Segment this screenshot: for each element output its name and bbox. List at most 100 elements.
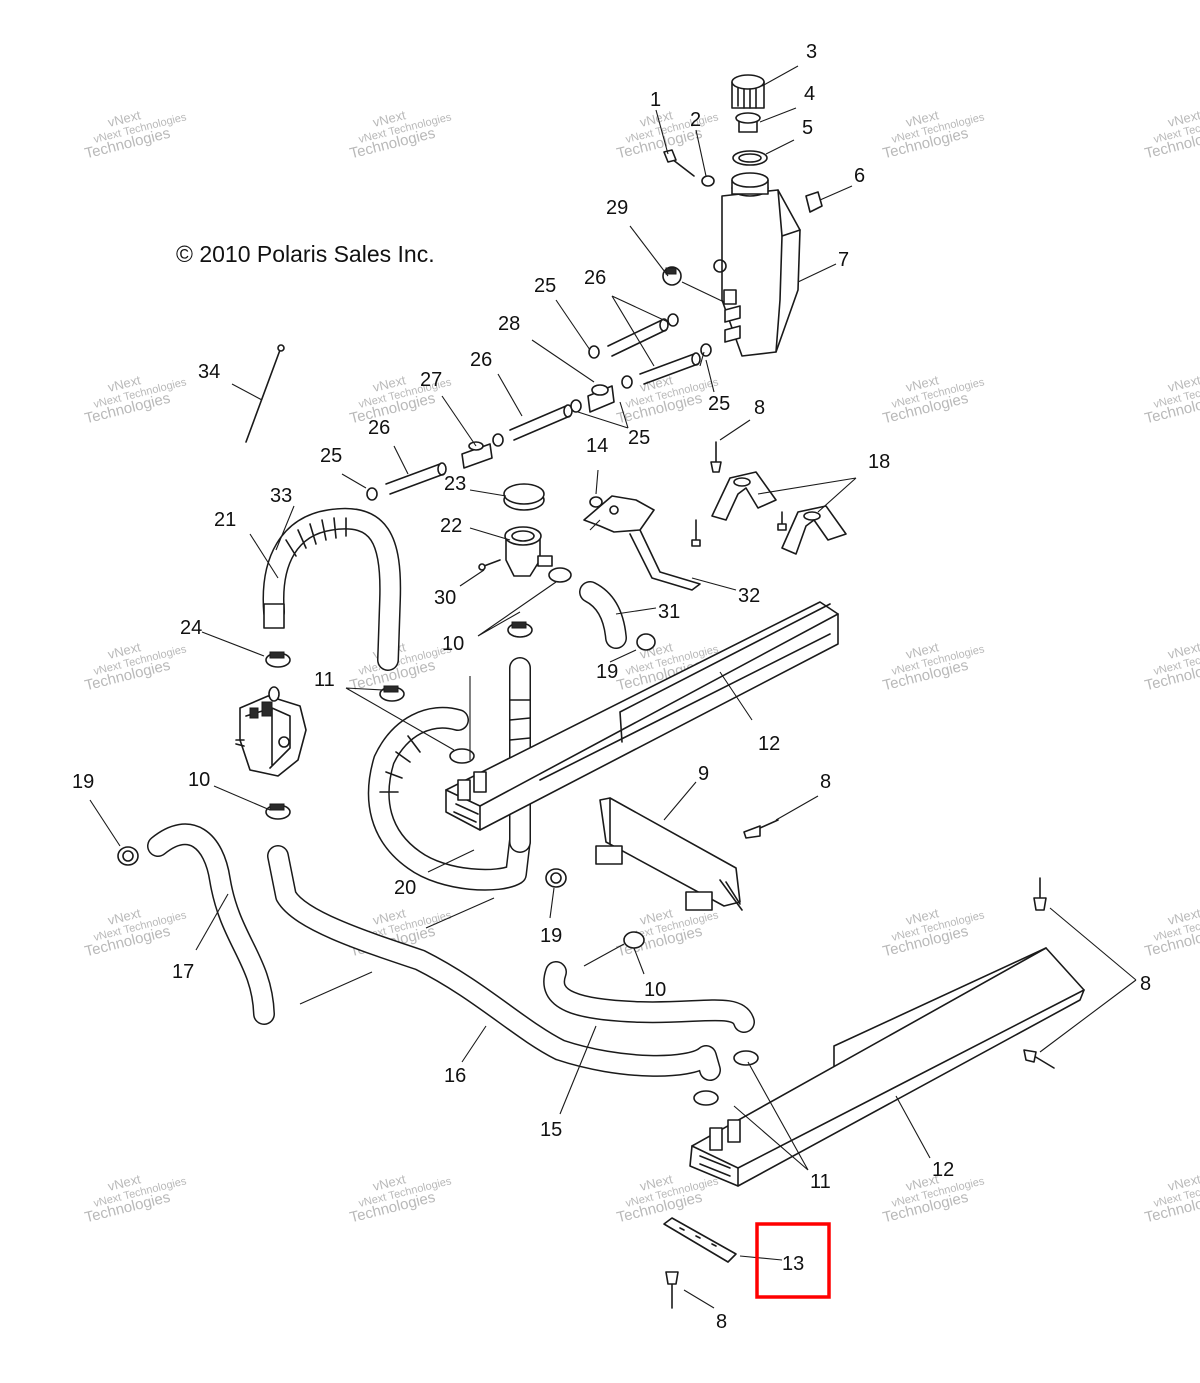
fastener-8-right-bottom (1023, 1049, 1055, 1069)
callout-16: 16 (444, 1065, 466, 1087)
copyright-notice: © 2010 Polaris Sales Inc. (176, 241, 435, 267)
mounting-bracket-b (781, 505, 847, 555)
callout-15: 15 (540, 1119, 562, 1141)
callout-10-upper: 10 (442, 633, 464, 655)
callout-8-bottom: 8 (716, 1311, 727, 1333)
watermark: vNext vNext Technologies Technologies (881, 905, 986, 960)
hose-clamp-10-pump (265, 803, 291, 820)
watermark: vNext vNext Technologies Technologies (1143, 639, 1200, 694)
callout-26-top: 26 (584, 267, 606, 289)
fastener-8-shroud (743, 819, 779, 839)
fastener-8-bottom (665, 1271, 679, 1309)
water-pump (235, 686, 307, 777)
callout-25-right: 25 (708, 393, 730, 415)
filler-bracket (583, 495, 701, 591)
bracket-bolt-32 (691, 519, 701, 547)
watermark: vNext vNext Technologies Technologies (348, 107, 453, 162)
reservoir-bolt (663, 149, 695, 177)
callout-14: 14 (586, 435, 608, 457)
hose-clamp-10-upper (507, 621, 533, 638)
part-13-highlight-box (755, 1222, 831, 1299)
hose-clamp-29 (662, 266, 682, 286)
watermark: vNext vNext Technologies Technologies (881, 639, 986, 694)
callout-3: 3 (806, 41, 817, 63)
coolant-hose-15 (543, 961, 755, 1033)
callout-25-mid: 25 (628, 427, 650, 449)
callout-labels: 1 2 3 4 5 6 7 8 8 8 8 9 10 10 10 11 11 1… (72, 41, 1151, 1333)
callout-31: 31 (658, 601, 680, 623)
callout-22: 22 (440, 515, 462, 537)
watermark: vNext vNext Technologies Technologies (1143, 372, 1200, 427)
hose-clamp-19-upper (636, 633, 656, 651)
watermark: vNext vNext Technologies Technologies (1143, 905, 1200, 960)
bleed-tube-left (385, 462, 447, 495)
bracket-nut (589, 496, 603, 508)
callout-9: 9 (698, 763, 709, 785)
watermark: vNext vNext Technologies Technologies (83, 372, 188, 427)
watermark: vNext vNext Technologies Technologies (881, 372, 986, 427)
reservoir-cap (731, 74, 765, 109)
bracket-bolt-8a (710, 441, 722, 473)
tube-connector-27 (461, 441, 493, 469)
svg-text:vNext: vNext (1166, 639, 1200, 662)
callout-8-right: 8 (1140, 973, 1151, 995)
callout-29: 29 (606, 197, 628, 219)
callout-11-lower: 11 (810, 1171, 831, 1193)
fastener-8-right-top (1033, 877, 1047, 911)
callout-7: 7 (838, 249, 849, 271)
dipstick (245, 344, 285, 443)
callout-2: 2 (690, 109, 701, 131)
callout-27: 27 (420, 369, 442, 391)
callout-19-upper: 19 (596, 661, 618, 683)
callout-5: 5 (802, 117, 813, 139)
mounting-bracket-a (711, 471, 777, 521)
heat-exchanger-upper (445, 601, 839, 831)
callout-28: 28 (498, 313, 520, 335)
callout-32: 32 (738, 585, 760, 607)
svg-text:vNext: vNext (1166, 905, 1200, 928)
watermark: vNext vNext Technologies Technologies (881, 107, 986, 162)
hose-clamp-10-neck (548, 567, 572, 583)
radiator-hose-21 (262, 507, 402, 671)
filler-neck (504, 526, 553, 577)
bleed-tube-upper (607, 318, 669, 357)
bleed-tube-lower (509, 404, 573, 441)
callout-11-upper: 11 (314, 669, 335, 691)
hose-clamp-19-left (117, 846, 139, 866)
callout-1: 1 (650, 89, 661, 111)
filler-cap (503, 483, 545, 511)
reservoir-nut (805, 191, 823, 213)
callout-23: 23 (444, 473, 466, 495)
callout-34: 34 (198, 361, 220, 383)
watermark: vNext vNext Technologies Technologies (1143, 1171, 1200, 1226)
hose-clamp-19-mid (545, 868, 567, 888)
callout-20: 20 (394, 877, 416, 899)
coolant-hose-17 (147, 823, 275, 1025)
hose-clamp-24 (265, 651, 291, 668)
coolant-hose-16 (267, 845, 721, 1081)
part-13-bracket (663, 1217, 737, 1263)
callout-10-pump: 10 (188, 769, 210, 791)
callout-12-upper: 12 (758, 733, 780, 755)
callout-30: 30 (434, 587, 456, 609)
watermark: vNext vNext Technologies Technologies (615, 372, 720, 427)
watermark: vNext vNext Technologies Technologies (348, 1171, 453, 1226)
heat-exchanger-lower (689, 947, 1085, 1187)
callout-18: 18 (868, 451, 890, 473)
callout-13: 13 (782, 1253, 804, 1275)
leader-lines (89, 65, 1137, 1309)
bleed-tube-middle (639, 352, 701, 385)
callout-6: 6 (854, 165, 865, 187)
bracket-bolt-18 (777, 511, 787, 531)
filler-screw (478, 559, 501, 571)
reservoir-cap-seal (735, 112, 761, 133)
callout-12-lower: 12 (932, 1159, 954, 1181)
watermark: vNext vNext Technologies Technologies (1143, 107, 1200, 162)
callout-10-lower: 10 (644, 979, 666, 1001)
tube-connector-28 (587, 384, 615, 413)
callout-8-bracket: 8 (754, 397, 765, 419)
callout-26-mid: 26 (470, 349, 492, 371)
callout-8-shroud: 8 (820, 771, 831, 793)
svg-text:vNext: vNext (1166, 372, 1200, 395)
